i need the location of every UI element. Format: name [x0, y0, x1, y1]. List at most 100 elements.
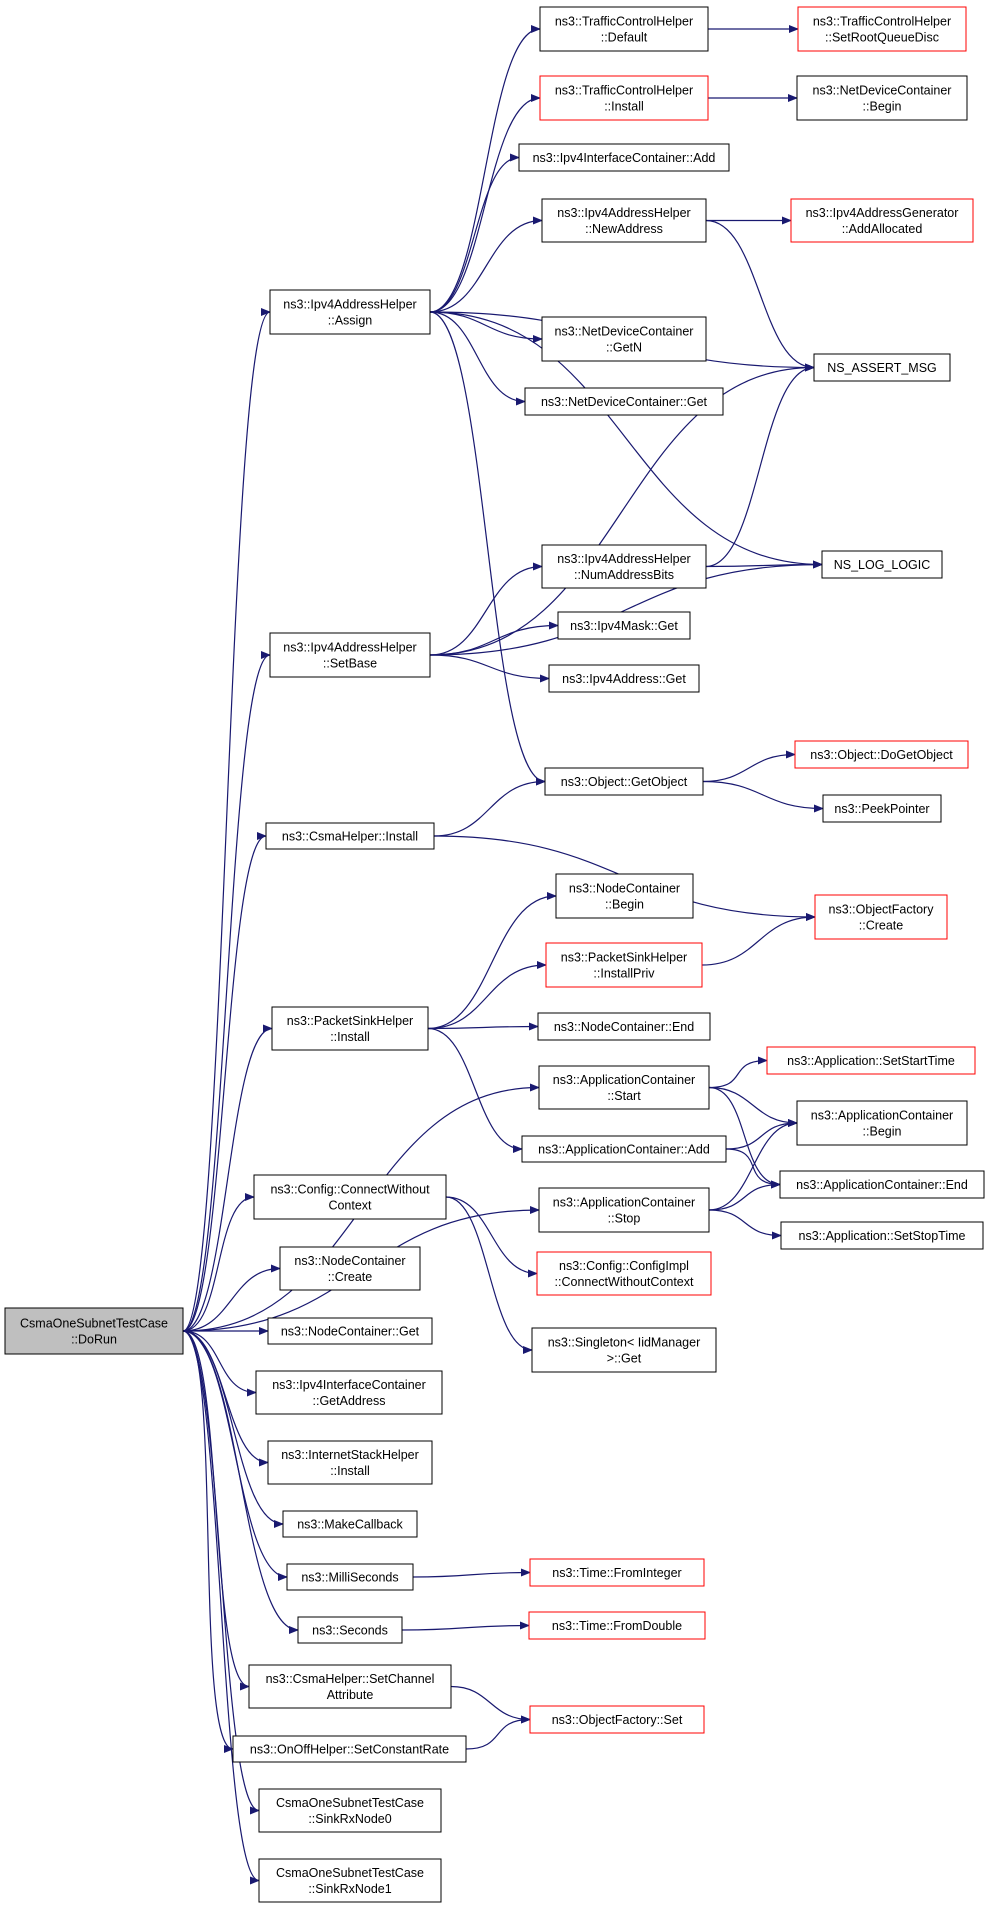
- node-label-of_set-line-0: ns3::ObjectFactory::Set: [552, 1713, 683, 1727]
- node-sink1[interactable]: CsmaOneSubnetTestCase::SinkRxNode1: [258, 1858, 442, 1903]
- node-label-ipv4_numbits-line-1: ::NumAddressBits: [574, 568, 674, 582]
- node-ipv4_newaddr[interactable]: ns3::Ipv4AddressHelper::NewAddress: [541, 198, 707, 243]
- node-box-of_set: [529, 1705, 705, 1734]
- node-time_fromdouble[interactable]: ns3::Time::FromDouble: [528, 1611, 706, 1640]
- node-obj_getobject[interactable]: ns3::Object::GetObject: [544, 767, 704, 796]
- node-label-ndc_getn-line-1: ::GetN: [606, 341, 642, 355]
- edge-root-to-iic_getaddr: [182, 1330, 257, 1397]
- node-app_setstop[interactable]: ns3::Application::SetStopTime: [780, 1221, 984, 1250]
- node-box-psink_installpriv: [545, 942, 703, 988]
- node-label-singleton_get-line-1: >::Get: [607, 1352, 642, 1366]
- edge-ipv4_setbase-to-ipv4addr_get: [429, 654, 550, 683]
- node-cfg_connect[interactable]: ns3::Config::ConnectWithoutContext: [253, 1174, 447, 1220]
- node-sink0[interactable]: CsmaOneSubnetTestCase::SinkRxNode0: [258, 1788, 442, 1833]
- node-tch_default[interactable]: ns3::TrafficControlHelper::Default: [539, 6, 709, 52]
- node-singleton_get[interactable]: ns3::Singleton< IidManager>::Get: [531, 1327, 717, 1373]
- node-makecb[interactable]: ns3::MakeCallback: [282, 1510, 418, 1538]
- node-box-seconds: [297, 1616, 403, 1644]
- node-root[interactable]: CsmaOneSubnetTestCase::DoRun: [4, 1307, 184, 1355]
- node-ns_assert_msg[interactable]: NS_ASSERT_MSG: [813, 353, 951, 382]
- node-box-root: [4, 1307, 184, 1355]
- node-label-ac_begin-line-1: ::Begin: [863, 1125, 902, 1139]
- node-ac_stop[interactable]: ns3::ApplicationContainer::Stop: [538, 1187, 710, 1233]
- node-ndc_getn[interactable]: ns3::NetDeviceContainer::GetN: [541, 316, 707, 362]
- node-ac_add[interactable]: ns3::ApplicationContainer::Add: [521, 1135, 727, 1163]
- node-nc_begin[interactable]: ns3::NodeContainer::Begin: [555, 873, 694, 919]
- node-of_set[interactable]: ns3::ObjectFactory::Set: [529, 1705, 705, 1734]
- node-box-ipv4mask_get: [557, 611, 691, 640]
- node-ipv4mask_get[interactable]: ns3::Ipv4Mask::Get: [557, 611, 691, 640]
- node-label-psink_install-line-0: ns3::PacketSinkHelper: [287, 1014, 413, 1028]
- edge-csma_install-to-obj_getobject: [433, 777, 546, 837]
- node-iic_add[interactable]: ns3::Ipv4InterfaceContainer::Add: [518, 143, 730, 172]
- node-time_fromint[interactable]: ns3::Time::FromInteger: [529, 1558, 705, 1587]
- edge-psink_install-to-ac_add: [427, 1027, 523, 1153]
- node-box-ish_install: [267, 1440, 433, 1485]
- edge-ipv4_numbits-to-ns_log_logic: [705, 560, 823, 569]
- call-edges: [182, 25, 824, 1885]
- node-psink_install[interactable]: ns3::PacketSinkHelper::Install: [271, 1006, 429, 1051]
- node-seconds[interactable]: ns3::Seconds: [297, 1616, 403, 1644]
- node-box-nc_get: [267, 1317, 433, 1345]
- node-label-csma_install-line-0: ns3::CsmaHelper::Install: [282, 830, 418, 844]
- node-box-ac_stop: [538, 1187, 710, 1233]
- node-box-ns_log_logic: [821, 550, 943, 579]
- node-label-cfg_impl_connect-line-0: ns3::Config::ConfigImpl: [559, 1259, 689, 1273]
- node-ish_install[interactable]: ns3::InternetStackHelper::Install: [267, 1440, 433, 1485]
- node-psink_installpriv[interactable]: ns3::PacketSinkHelper::InstallPriv: [545, 942, 703, 988]
- node-csma_install[interactable]: ns3::CsmaHelper::Install: [265, 822, 435, 850]
- node-label-singleton_get-line-0: ns3::Singleton< IidManager: [548, 1336, 701, 1350]
- node-box-tch_default: [539, 6, 709, 52]
- node-app_setstart[interactable]: ns3::Application::SetStartTime: [766, 1046, 976, 1075]
- edge-ac_stop-to-ac_begin: [708, 1119, 798, 1211]
- node-ndc_get[interactable]: ns3::NetDeviceContainer::Get: [524, 387, 724, 416]
- node-ipv4addr_get[interactable]: ns3::Ipv4Address::Get: [548, 664, 700, 693]
- node-box-ipv4_numbits: [541, 544, 707, 589]
- node-millis[interactable]: ns3::MilliSeconds: [286, 1563, 414, 1591]
- edge-ac_start-to-ac_begin: [708, 1086, 798, 1127]
- edge-root-to-sink0: [182, 1330, 260, 1815]
- node-obj_dogetobject[interactable]: ns3::Object::DoGetObject: [794, 740, 969, 769]
- node-box-nc_begin: [555, 873, 694, 919]
- node-ac_start[interactable]: ns3::ApplicationContainer::Start: [538, 1065, 710, 1110]
- node-label-obj_getobject-line-0: ns3::Object::GetObject: [561, 775, 688, 789]
- node-nc_create[interactable]: ns3::NodeContainer::Create: [279, 1246, 421, 1291]
- node-ndc_begin[interactable]: ns3::NetDeviceContainer::Begin: [796, 75, 968, 121]
- node-iic_getaddr[interactable]: ns3::Ipv4InterfaceContainer::GetAddress: [255, 1370, 443, 1415]
- node-of_create[interactable]: ns3::ObjectFactory::Create: [814, 894, 948, 940]
- node-ns_log_logic[interactable]: NS_LOG_LOGIC: [821, 550, 943, 579]
- node-ipv4_setbase[interactable]: ns3::Ipv4AddressHelper::SetBase: [269, 632, 431, 678]
- node-ipv4_numbits[interactable]: ns3::Ipv4AddressHelper::NumAddressBits: [541, 544, 707, 589]
- node-cfg_impl_connect[interactable]: ns3::Config::ConfigImpl::ConnectWithoutC…: [536, 1251, 712, 1296]
- edge-ipv4_assign-to-obj_getobject: [429, 311, 546, 786]
- edge-ipv4_assign-to-tch_default: [429, 25, 541, 313]
- node-label-of_create-line-1: ::Create: [859, 919, 904, 933]
- node-ipv4_assign[interactable]: ns3::Ipv4AddressHelper::Assign: [269, 289, 431, 335]
- node-box-nc_create: [279, 1246, 421, 1291]
- node-ac_end[interactable]: ns3::ApplicationContainer::End: [779, 1170, 985, 1199]
- node-label-ndc_begin-line-0: ns3::NetDeviceContainer: [813, 84, 952, 98]
- node-label-nc_begin-line-0: ns3::NodeContainer: [569, 882, 680, 896]
- node-label-millis-line-0: ns3::MilliSeconds: [301, 1571, 398, 1585]
- node-box-peekpointer: [822, 794, 942, 823]
- node-label-makecb-line-0: ns3::MakeCallback: [297, 1518, 403, 1532]
- node-tch_install[interactable]: ns3::TrafficControlHelper::Install: [539, 75, 709, 121]
- node-label-ndc_getn-line-0: ns3::NetDeviceContainer: [555, 325, 694, 339]
- node-ipv4gen_addalloc[interactable]: ns3::Ipv4AddressGenerator::AddAllocated: [790, 198, 974, 243]
- node-label-peekpointer-line-0: ns3::PeekPointer: [834, 802, 929, 816]
- node-label-ipv4_numbits-line-0: ns3::Ipv4AddressHelper: [557, 552, 690, 566]
- edge-root-to-makecb: [182, 1330, 284, 1528]
- node-ac_begin[interactable]: ns3::ApplicationContainer::Begin: [796, 1100, 968, 1146]
- node-label-sink1-line-0: CsmaOneSubnetTestCase: [276, 1866, 424, 1880]
- node-box-sink0: [258, 1788, 442, 1833]
- edge-millis-to-time_fromint: [412, 1568, 531, 1578]
- node-nc_get[interactable]: ns3::NodeContainer::Get: [267, 1317, 433, 1345]
- node-peekpointer[interactable]: ns3::PeekPointer: [822, 794, 942, 823]
- node-tch_setroot[interactable]: ns3::TrafficControlHelper::SetRootQueueD…: [797, 6, 967, 52]
- edge-csma_setch-to-of_set: [450, 1685, 531, 1724]
- node-box-app_setstart: [766, 1046, 976, 1075]
- node-onoff_setrate[interactable]: ns3::OnOffHelper::SetConstantRate: [232, 1735, 467, 1763]
- node-nc_end[interactable]: ns3::NodeContainer::End: [537, 1012, 711, 1041]
